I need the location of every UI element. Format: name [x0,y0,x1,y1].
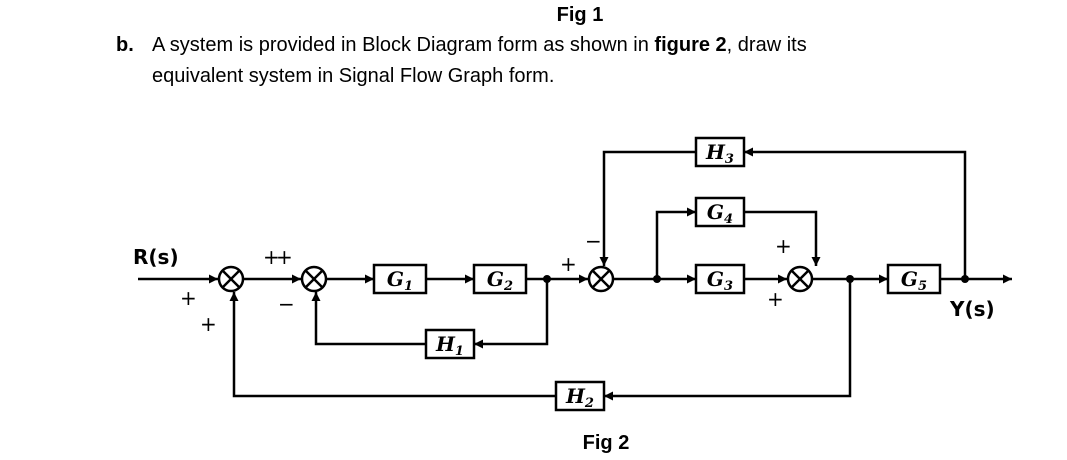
fig1-caption: Fig 1 [556,4,604,26]
svg-text:G2: G2 [487,267,513,294]
sign-s3-left: + [560,252,577,276]
h2-feedback-out-line [229,292,556,398]
block-h2: H2 [554,380,606,412]
h1-feedback-in-line [474,279,549,349]
svg-text:H3: H3 [705,140,734,167]
pickoff-dot-h3 [961,275,969,283]
svg-text:H1: H1 [435,332,464,359]
sign-s3-top: − [585,229,602,253]
g4-input-line [655,207,696,279]
h3-feedback-out-line [599,150,696,266]
svg-text:G4: G4 [707,200,733,227]
sign-s4-bottom: + [767,287,784,311]
sign-s4-top: + [775,234,792,258]
pickoff-dot-h2 [846,275,854,283]
svg-text:G3: G3 [707,267,733,294]
question-line-2: equivalent system in Signal Flow Graph f… [152,65,555,87]
summing-junction-4 [786,265,814,293]
block-g4: G4 [694,196,746,228]
question-text-b: , draw its [726,34,807,56]
sign-s1-top: + [263,245,280,269]
question-letter: b. [116,34,134,56]
fig2-caption: Fig 2 [582,432,630,454]
sign-s2-top: + [276,245,293,269]
svg-text:H2: H2 [565,384,594,411]
block-g2: G2 [472,263,528,295]
block-h3: H3 [694,136,746,168]
summing-junction-1 [217,265,245,293]
output-label: Y(s) [949,297,995,321]
block-g1: G1 [372,263,428,295]
block-h1: H1 [424,328,476,360]
question-line-1: A system is provided in Block Diagram fo… [152,34,807,57]
pickoff-points [543,275,969,283]
input-label: R(s) [133,245,179,269]
sign-s2-bottom: − [278,292,295,316]
figure-reference: figure 2 [654,34,727,56]
summing-junctions [217,265,814,293]
block-g3: G3 [694,263,746,295]
summing-junction-3 [587,265,615,293]
h2-feedback-in-line [604,279,852,401]
svg-text:G1: G1 [387,267,413,294]
h1-feedback-out-line [311,292,426,346]
block-g5: G5 [886,263,942,295]
pickoff-dot-h1 [543,275,551,283]
svg-text:G5: G5 [901,267,927,294]
g4-output-line [744,210,821,266]
h3-feedback-in-line [744,147,967,279]
summing-junction-2 [300,265,328,293]
question-text-a: A system is provided in Block Diagram fo… [152,34,655,56]
sign-s1-bottom-b: + [200,312,217,336]
pickoff-dot-g4 [653,275,661,283]
sign-s1-bottom-a: + [180,286,197,310]
